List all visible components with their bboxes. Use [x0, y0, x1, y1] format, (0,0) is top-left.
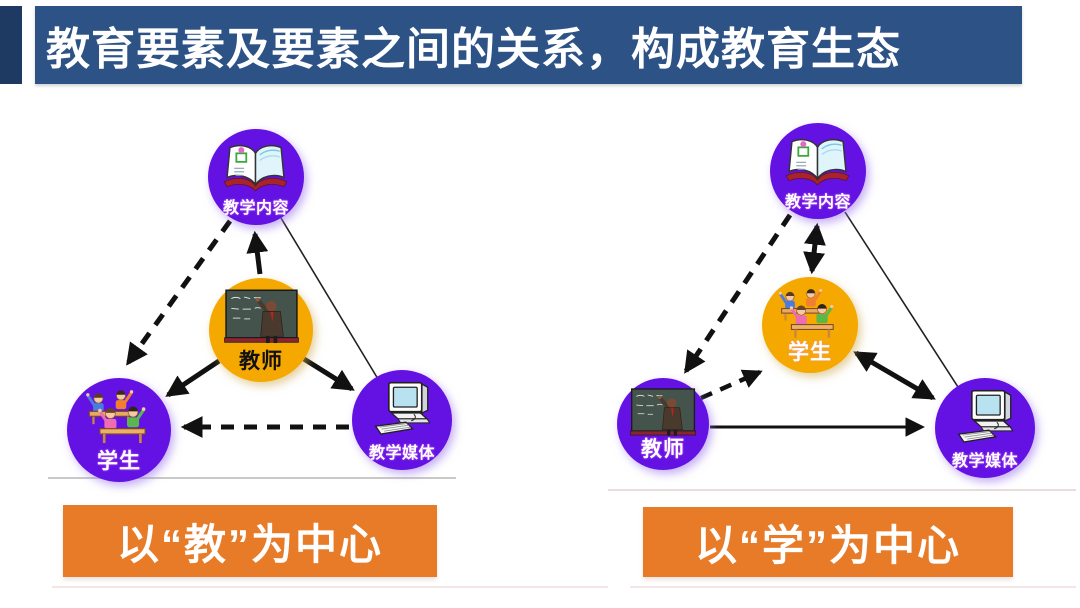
node-right-media: 教学媒体 — [935, 378, 1035, 478]
image-edge-line-caption-right — [630, 586, 1076, 588]
arrow-content-to-teacher-dashed — [683, 213, 793, 374]
teacher-icon — [223, 288, 300, 348]
students-icon — [774, 287, 845, 343]
book-icon — [220, 139, 291, 195]
line-content-to-media-right — [844, 211, 959, 388]
caption-text: 以“学”为中心 — [694, 521, 961, 569]
node-left-media: 教学媒体 — [352, 370, 452, 470]
arrow-teacher-to-student — [165, 358, 221, 398]
title-bar: 教育要素及要素之间的关系，构成教育生态 — [35, 6, 1022, 84]
node-label: 教师 — [641, 438, 685, 461]
arrow-student-content-double — [803, 222, 826, 275]
computer-icon — [948, 388, 1022, 446]
node-label: 教学内容 — [222, 200, 289, 217]
node-left-content: 教学内容 — [208, 129, 304, 225]
arrow-teacher-to-content — [246, 230, 269, 275]
node-left-teacher: 教师 — [209, 278, 313, 382]
computer-icon — [365, 380, 439, 438]
image-edge-line-caption-left — [52, 586, 608, 588]
node-label: 教学媒体 — [951, 453, 1018, 470]
line-content-to-media — [280, 217, 379, 380]
arrow-teacher-to-student-dashed — [700, 369, 763, 401]
caption-teacher-centered: 以“教”为中心 — [63, 505, 437, 577]
image-edge-line-left — [48, 477, 456, 479]
node-right-student: 学生 — [762, 277, 858, 373]
node-label: 教学媒体 — [368, 445, 435, 462]
students-icon — [81, 388, 158, 448]
book-icon — [782, 133, 853, 189]
title-accent-bar — [0, 6, 22, 84]
arrow-teacher-to-media — [302, 356, 355, 392]
arrow-content-to-student-dashed — [125, 219, 233, 366]
node-right-teacher: 教师 — [617, 378, 709, 470]
node-left-student: 学生 — [67, 378, 171, 482]
node-label: 教师 — [239, 348, 283, 373]
caption-text: 以“教”为中心 — [116, 520, 383, 568]
node-right-content: 教学内容 — [770, 123, 866, 219]
node-label: 学生 — [788, 341, 832, 364]
caption-learner-centered: 以“学”为中心 — [643, 507, 1013, 577]
image-edge-line-right — [608, 489, 1076, 491]
arrow-student-media-double — [853, 350, 936, 401]
node-label: 学生 — [97, 450, 141, 473]
node-label: 教学内容 — [784, 194, 851, 211]
page-title: 教育要素及要素之间的关系，构成教育生态 — [46, 25, 901, 74]
